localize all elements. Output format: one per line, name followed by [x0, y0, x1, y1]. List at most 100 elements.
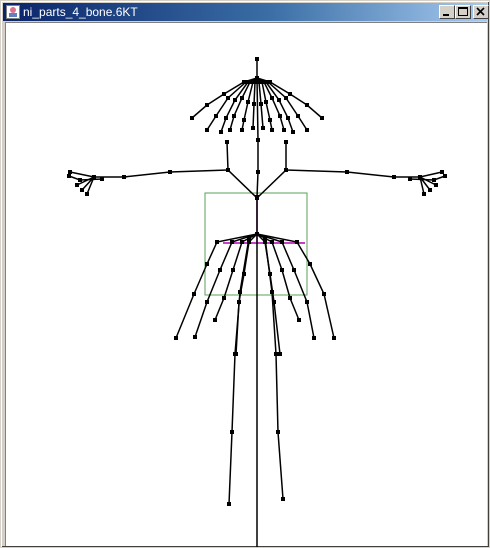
bone-joint[interactable]	[297, 318, 301, 322]
bone-joint[interactable]	[280, 240, 284, 244]
bone-joint[interactable]	[247, 236, 251, 240]
bone-joint[interactable]	[422, 192, 426, 196]
bone-joint[interactable]	[270, 240, 274, 244]
bone-joint[interactable]	[193, 335, 197, 339]
title-bar[interactable]: ni_parts_4_bone.6KT	[3, 3, 489, 21]
bone-joint[interactable]	[240, 128, 244, 132]
bone-joint[interactable]	[240, 96, 244, 100]
bone-joint[interactable]	[345, 170, 349, 174]
bone-joint[interactable]	[225, 140, 229, 144]
bone-joint[interactable]	[242, 272, 246, 276]
bone-joint[interactable]	[218, 268, 222, 272]
bone-joint[interactable]	[248, 80, 252, 84]
bone-joint[interactable]	[80, 188, 84, 192]
bone-joint[interactable]	[408, 177, 412, 181]
bone-joint[interactable]	[230, 430, 234, 434]
bone-joint[interactable]	[274, 352, 278, 356]
close-button[interactable]	[473, 5, 489, 19]
bone-joint[interactable]	[85, 192, 89, 196]
bone-joint[interactable]	[268, 80, 272, 84]
bone-joint[interactable]	[272, 300, 276, 304]
bone-joint[interactable]	[255, 76, 259, 80]
bone-joint[interactable]	[281, 497, 285, 501]
bone-joint[interactable]	[320, 116, 324, 120]
bone-joint[interactable]	[205, 128, 209, 132]
bone-joint[interactable]	[205, 103, 209, 107]
bone-joint[interactable]	[255, 232, 259, 236]
bone-joint[interactable]	[226, 168, 230, 172]
bone-joint[interactable]	[100, 177, 104, 181]
bone-joint[interactable]	[233, 98, 237, 102]
bone-joint[interactable]	[440, 170, 444, 174]
bone-joint[interactable]	[284, 168, 288, 172]
bone-joint[interactable]	[227, 502, 231, 506]
bone-joint[interactable]	[215, 240, 219, 244]
bone-joint[interactable]	[255, 196, 259, 200]
maximize-button[interactable]	[455, 5, 471, 19]
bone-joint[interactable]	[305, 300, 309, 304]
bone-joint[interactable]	[256, 170, 260, 174]
bone-joint[interactable]	[428, 188, 432, 192]
bone-joint[interactable]	[284, 140, 288, 144]
bone-joint[interactable]	[67, 174, 71, 178]
bone-joint[interactable]	[418, 175, 422, 179]
bone-joint[interactable]	[270, 128, 274, 132]
bone-joint[interactable]	[214, 114, 218, 118]
bone-joint[interactable]	[261, 126, 265, 130]
bone-joint[interactable]	[264, 100, 268, 104]
bone-joint[interactable]	[228, 128, 232, 132]
bone-joint[interactable]	[205, 262, 209, 266]
bone-joint[interactable]	[277, 98, 281, 102]
bone-joint[interactable]	[174, 336, 178, 340]
bone-joint[interactable]	[92, 175, 96, 179]
bone-joint[interactable]	[233, 352, 237, 356]
bone-joint[interactable]	[240, 240, 244, 244]
bone-joint[interactable]	[434, 183, 438, 187]
bone-joint[interactable]	[251, 126, 255, 130]
bone-joint[interactable]	[222, 92, 226, 96]
bone-joint[interactable]	[305, 128, 309, 132]
bone-joint[interactable]	[232, 114, 236, 118]
bone-joint[interactable]	[286, 116, 290, 120]
bone-joint[interactable]	[238, 290, 242, 294]
bone-joint[interactable]	[246, 100, 250, 104]
bone-joint[interactable]	[192, 292, 196, 296]
bone-joint[interactable]	[332, 336, 336, 340]
bone-joint[interactable]	[255, 57, 259, 61]
bone-joint[interactable]	[190, 116, 194, 120]
minimize-button[interactable]	[439, 5, 455, 19]
bone-joint[interactable]	[268, 118, 272, 122]
bone-joint[interactable]	[213, 318, 217, 322]
bone-joint[interactable]	[263, 236, 267, 240]
bone-joint[interactable]	[291, 130, 295, 134]
bone-joint[interactable]	[231, 268, 235, 272]
bone-joint[interactable]	[443, 174, 447, 178]
bone-joint[interactable]	[276, 430, 280, 434]
bone-joint[interactable]	[392, 175, 396, 179]
bone-joint[interactable]	[75, 183, 79, 187]
bone-joint[interactable]	[168, 170, 172, 174]
bone-joint[interactable]	[270, 290, 274, 294]
bone-joint[interactable]	[270, 96, 274, 100]
bone-joint[interactable]	[278, 114, 282, 118]
skeleton-view[interactable]	[6, 23, 488, 547]
bone-joint[interactable]	[292, 268, 296, 272]
bone-joint[interactable]	[230, 240, 234, 244]
bone-joint[interactable]	[308, 262, 312, 266]
bone-joint[interactable]	[219, 130, 223, 134]
bone-joint[interactable]	[312, 336, 316, 340]
bone-joint[interactable]	[295, 240, 299, 244]
bone-joint[interactable]	[252, 102, 256, 106]
bone-joint[interactable]	[253, 80, 257, 84]
bone-joint[interactable]	[282, 128, 286, 132]
viewport-canvas[interactable]	[5, 22, 488, 547]
bone-joint[interactable]	[257, 80, 261, 84]
bone-joint[interactable]	[226, 96, 230, 100]
bone-joint[interactable]	[284, 96, 288, 100]
bone-joint[interactable]	[280, 268, 284, 272]
bone-joint[interactable]	[288, 296, 292, 300]
bone-joint[interactable]	[259, 102, 263, 106]
bone-joint[interactable]	[256, 138, 260, 142]
app-icon[interactable]	[6, 5, 20, 19]
bone-joint[interactable]	[278, 352, 282, 356]
